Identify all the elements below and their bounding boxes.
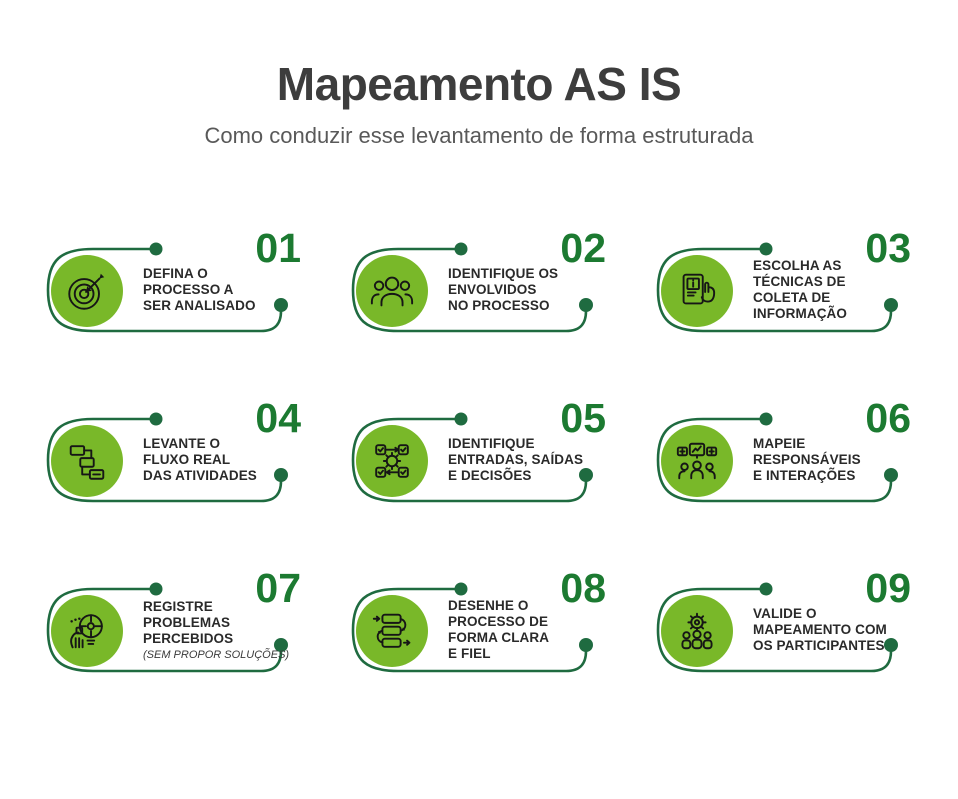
connector-loop — [656, 582, 898, 673]
loop-end-dot — [884, 298, 898, 313]
loop-start-dot — [454, 582, 468, 596]
step-text-block: VALIDE O MAPEAMENTO COM OS PARTICIPANTES — [753, 606, 903, 654]
step-text-block: DEFINA O PROCESSO A SER ANALISADO — [143, 266, 293, 314]
info-board-hand-icon — [674, 268, 720, 314]
step-label: IDENTIFIQUE OS ENVOLVIDOS NO PROCESSO — [448, 265, 559, 313]
step-card-06: 06 MAPEIE RESPONSÁVEIS E INTERAÇÕES — [649, 398, 919, 517]
loop-start-dot — [149, 242, 163, 256]
step-label: DESENHE O PROCESSO DE FORMA CLARA E FIEL — [448, 597, 550, 661]
step-text-block: REGISTRE PROBLEMAS PERCEBIDOS (SEM PROPO… — [143, 599, 293, 661]
step-card-08: 08 DESENHE O PROCESSO DE FORMA CLARA E F… — [344, 568, 614, 687]
step-icon-circle — [356, 425, 428, 498]
people-group-icon — [369, 268, 415, 314]
step-card-01: 01 DEFINA O PROCESSO A SER ANALISADO — [39, 228, 309, 347]
loop-end-dot — [579, 298, 593, 313]
connector-loop — [351, 582, 593, 673]
step-card-02: 02 IDENTIFIQUE OS ENVOLVIDOS NO PROCESSO — [344, 228, 614, 347]
loop-start-dot — [454, 242, 468, 256]
header: Mapeamento AS IS Como conduzir esse leva… — [0, 58, 958, 149]
step-text-block: IDENTIFIQUE ENTRADAS, SAÍDAS E DECISÕES — [448, 436, 598, 484]
loop-end-dot — [274, 298, 288, 313]
loop-end-dot — [274, 638, 288, 653]
page-title: Mapeamento AS IS — [276, 58, 682, 110]
step-label: IDENTIFIQUE ENTRADAS, SAÍDAS E DECISÕES — [448, 435, 584, 483]
flowchart-icon — [64, 438, 110, 484]
step-label: DEFINA O PROCESSO A SER ANALISADO — [143, 265, 256, 313]
gear-people-icon — [674, 608, 720, 654]
step-text-block: LEVANTE O FLUXO REAL DAS ATIVIDADES — [143, 436, 293, 484]
process-gear-icon — [369, 438, 415, 484]
infographic-page: Mapeamento AS IS Como conduzir esse leva… — [0, 58, 958, 799]
loop-start-dot — [759, 242, 773, 256]
step-label: REGISTRE PROBLEMAS PERCEBIDOS — [143, 598, 234, 646]
loop-end-dot — [274, 468, 288, 483]
step-number: 08 — [560, 565, 606, 612]
step-icon-circle — [51, 595, 123, 668]
loop-start-dot — [759, 412, 773, 426]
step-icon-circle — [661, 595, 733, 668]
step-card-09: 09 VALIDE O MAPEAMENTO COM OS PARTICIPAN… — [649, 568, 919, 687]
loop-start-dot — [149, 582, 163, 596]
step-number: 01 — [255, 225, 301, 272]
step-number: 02 — [560, 225, 606, 272]
step-number: 06 — [865, 395, 911, 442]
step-number: 04 — [255, 395, 301, 442]
step-icon-circle — [661, 425, 733, 498]
connector-loop — [46, 582, 288, 673]
stacked-flow-icon — [369, 608, 415, 654]
step-card-04: 04 LEVANTE O FLUXO REAL DAS ATIVIDADES — [39, 398, 309, 517]
step-number: 07 — [255, 565, 301, 612]
steps-grid: 01 DEFINA O PROCESSO A SER ANALISADO 02 … — [39, 228, 919, 687]
connector-loop — [46, 242, 288, 333]
step-label: ESCOLHA AS TÉCNICAS DE COLETA DE INFORMA… — [753, 257, 847, 321]
target-icon — [64, 268, 110, 314]
step-note: (SEM PROPOR SOLUÇÕES) — [143, 648, 290, 661]
step-label: VALIDE O MAPEAMENTO COM OS PARTICIPANTES — [753, 605, 887, 653]
connector-loop — [351, 412, 593, 503]
loop-start-dot — [759, 582, 773, 596]
connector-loop — [351, 242, 593, 333]
people-chat-icon — [674, 438, 720, 484]
step-card-03: 03 ESCOLHA AS TÉCNICAS DE COLETA DE INFO… — [649, 228, 919, 347]
loop-end-dot — [579, 638, 593, 653]
connector-loop — [46, 412, 288, 503]
step-number: 09 — [865, 565, 911, 612]
step-label: LEVANTE O FLUXO REAL DAS ATIVIDADES — [143, 435, 257, 483]
step-text-block: IDENTIFIQUE OS ENVOLVIDOS NO PROCESSO — [448, 266, 598, 314]
connector-loop — [656, 412, 898, 503]
idea-puzzle-hand-icon — [64, 608, 110, 654]
loop-end-dot — [579, 468, 593, 483]
step-card-05: 05 IDENTIFIQUE ENTRADAS, SAÍDAS E DECISÕ… — [344, 398, 614, 517]
step-number: 05 — [560, 395, 606, 442]
loop-start-dot — [454, 412, 468, 426]
step-icon-circle — [661, 255, 733, 328]
loop-end-dot — [884, 468, 898, 483]
step-icon-circle — [51, 255, 123, 328]
step-icon-circle — [51, 425, 123, 498]
step-text-block: MAPEIE RESPONSÁVEIS E INTERAÇÕES — [753, 436, 903, 484]
connector-loop — [656, 242, 898, 333]
step-text-block: ESCOLHA AS TÉCNICAS DE COLETA DE INFORMA… — [753, 258, 903, 322]
step-number: 03 — [865, 225, 911, 272]
loop-end-dot — [884, 638, 898, 653]
step-card-07: 07 REGISTRE PROBLEMAS PERCEBIDOS (SEM PR… — [39, 568, 309, 687]
step-label: MAPEIE RESPONSÁVEIS E INTERAÇÕES — [753, 435, 861, 483]
step-icon-circle — [356, 595, 428, 668]
step-icon-circle — [356, 255, 428, 328]
loop-start-dot — [149, 412, 163, 426]
step-text-block: DESENHE O PROCESSO DE FORMA CLARA E FIEL — [448, 598, 598, 662]
page-subtitle: Como conduzir esse levantamento de forma… — [204, 122, 754, 148]
